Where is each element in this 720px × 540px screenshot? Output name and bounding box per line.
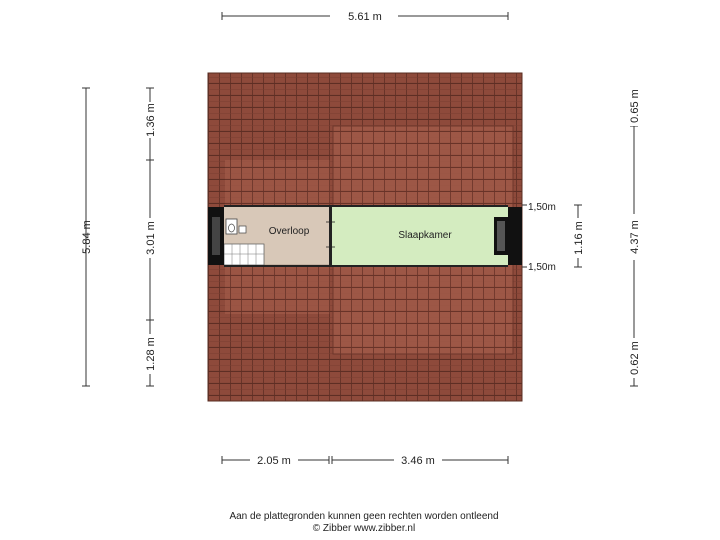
upper-height-label: 1,50m	[528, 202, 556, 213]
height-markers: 1,50m 1,50m	[522, 202, 556, 273]
bedroom-label: Slaapkamer	[398, 230, 452, 241]
staircase	[223, 243, 265, 266]
right-middle-label: 4.37 m	[629, 220, 641, 254]
top-dimension: 5.61 m	[221, 11, 509, 23]
right-bottom-label: 0.62 m	[629, 341, 641, 375]
right-dimensions: 1.16 m 0.65 m 4.37 m 0.62 m	[572, 86, 641, 387]
bottom-dimensions: 2.05 m 3.46 m	[221, 455, 509, 467]
bottom-right-label: 3.46 m	[401, 455, 435, 467]
left-total-label: 5.84 m	[81, 220, 93, 254]
top-width-label: 5.61 m	[348, 11, 382, 23]
right-top-label: 0.65 m	[629, 89, 641, 123]
left-dimensions: 5.84 m 1.36 m 3.01 m 1.28 m	[81, 87, 157, 387]
disclaimer-text: Aan de plattegronden kunnen geen rechten…	[229, 511, 498, 522]
landing-label: Overloop	[269, 226, 310, 237]
lower-height-label: 1,50m	[528, 262, 556, 273]
bedroom-room: Slaapkamer	[332, 207, 508, 265]
walls	[208, 205, 522, 267]
left-middle-label: 3.01 m	[145, 221, 157, 255]
washbasin-icon	[225, 218, 247, 235]
left-bottom-label: 1.28 m	[145, 337, 157, 371]
footer: Aan de plattegronden kunnen geen rechten…	[229, 511, 498, 534]
bottom-left-label: 2.05 m	[257, 455, 291, 467]
copyright-text: © Zibber www.zibber.nl	[313, 523, 415, 534]
left-top-label: 1.36 m	[145, 103, 157, 137]
right-window-label: 1.16 m	[573, 221, 585, 255]
